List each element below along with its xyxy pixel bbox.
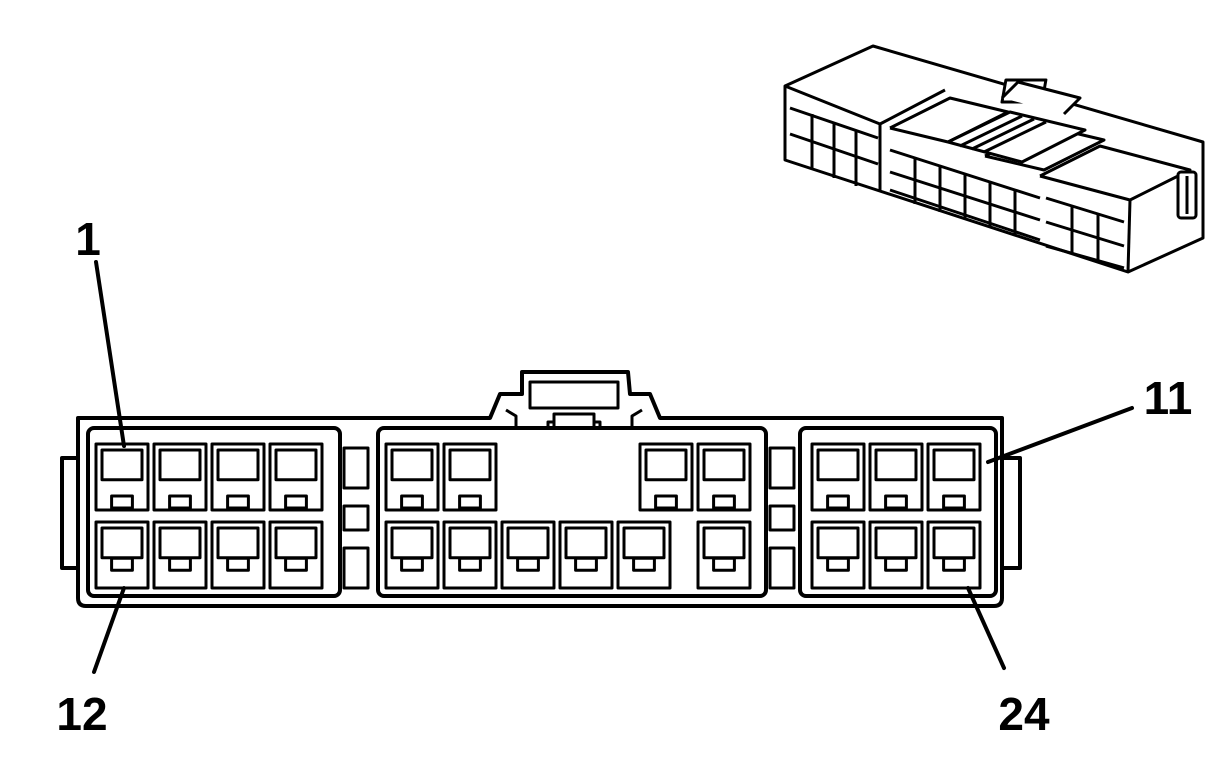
cavity-bottom-left <box>268 520 324 590</box>
leader-pin-11 <box>986 406 1134 464</box>
cavity-bottom-right <box>810 520 866 590</box>
pin-label-11: 11 <box>1144 372 1193 424</box>
cavity-bottom-left <box>210 520 266 590</box>
cavity-bottom-right <box>868 520 924 590</box>
leader-pin-12 <box>92 586 126 674</box>
cavity-top-right <box>926 442 982 512</box>
isometric-middle-cavities <box>889 148 1041 242</box>
cavity-top-middle <box>384 442 440 512</box>
isometric-right-cavities <box>1045 196 1125 270</box>
cavity-top-left <box>152 442 208 512</box>
cavity-bottom-middle <box>558 520 614 590</box>
leader-pin-24 <box>966 586 1006 670</box>
cavity-bottom-right <box>926 520 982 590</box>
cavity-top-left <box>210 442 266 512</box>
right-ear <box>1000 456 1022 570</box>
cavity-top-middle <box>638 442 694 512</box>
cavity-bottom-middle <box>500 520 556 590</box>
isometric-connector-view <box>783 44 1205 274</box>
cavity-top-left <box>94 442 150 512</box>
leader-pin-1 <box>94 260 126 448</box>
cavity-top-middle <box>696 442 752 512</box>
cavity-top-middle <box>442 442 498 512</box>
pin-label-24: 24 <box>998 688 1050 740</box>
pin-cavities <box>94 442 982 590</box>
cavity-bottom-left <box>152 520 208 590</box>
cavity-top-right <box>810 442 866 512</box>
cavity-bottom-left <box>94 520 150 590</box>
cavity-bottom-middle <box>384 520 440 590</box>
cavity-bottom-middle <box>616 520 672 590</box>
cavity-top-right <box>868 442 924 512</box>
cavity-bottom-middle <box>442 520 498 590</box>
callout-leaders <box>92 260 1134 674</box>
pin-label-12: 12 <box>56 688 107 740</box>
cavity-bottom-middle <box>696 520 752 590</box>
isometric-left-cavities <box>789 106 879 186</box>
cavity-top-left <box>268 442 324 512</box>
pin-label-1: 1 <box>75 213 101 265</box>
